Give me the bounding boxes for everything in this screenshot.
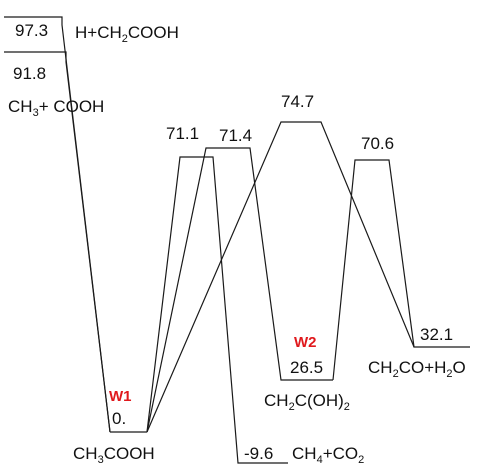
species-labels: H+CH2COOH CH3+ COOH CH3COOH CH2C(OH)2 CH… <box>8 23 466 465</box>
energy-ch2co-h2o: 32.1 <box>420 325 453 344</box>
energy-ts3: 74.7 <box>281 92 314 111</box>
energy-ch3-cooh: 91.8 <box>13 64 46 83</box>
species-ch3-cooh: CH3+ COOH <box>8 97 104 119</box>
energy-w2: 26.5 <box>290 358 323 377</box>
path-ts4 <box>332 159 470 381</box>
species-h-ch2cooh: H+CH2COOH <box>75 23 179 45</box>
energy-w1: 0. <box>112 409 126 428</box>
path-w1-ch3-cooh <box>4 51 111 433</box>
well-label-w2: W2 <box>294 334 317 351</box>
well-label-w1: W1 <box>109 388 132 405</box>
energy-ts4: 70.6 <box>361 134 394 153</box>
species-ch4-co2: CH4+CO2 <box>292 444 364 465</box>
energy-ts2: 71.4 <box>219 126 252 145</box>
species-ch2co-h2o: CH2CO+H2O <box>368 358 466 380</box>
path-ts1-ch4-co2 <box>146 156 288 464</box>
connector-lines <box>4 16 470 464</box>
energy-ch4-co2: -9.6 <box>244 444 273 463</box>
path-ts2-w2 <box>146 147 333 433</box>
well-labels: W1 W2 <box>109 334 317 405</box>
species-ch3cooh: CH3COOH <box>73 444 155 465</box>
energy-h-ch2cooh: 97.3 <box>15 21 48 40</box>
species-ch2coh2: CH2C(OH)2 <box>264 391 350 413</box>
path-ts3 <box>146 121 415 433</box>
energy-ts1: 71.1 <box>166 124 199 143</box>
energy-labels: 97.3 91.8 71.1 71.4 74.7 70.6 26.5 32.1 … <box>13 21 453 463</box>
